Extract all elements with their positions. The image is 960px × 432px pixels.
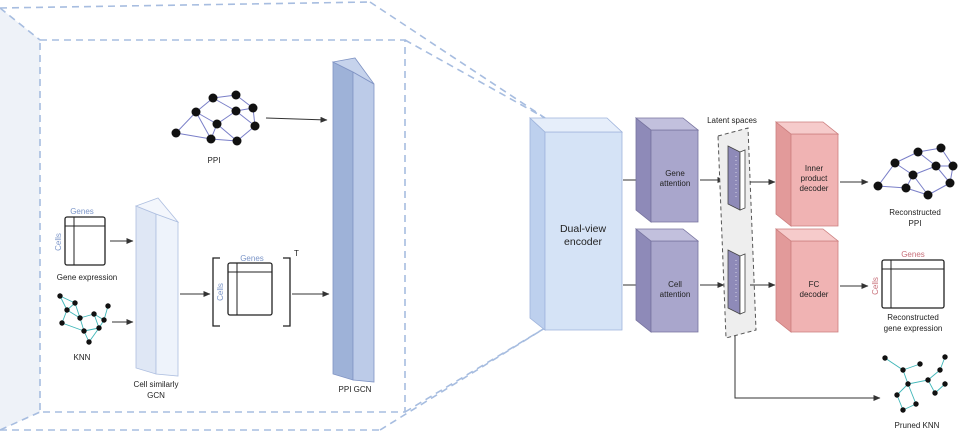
cell-similarity-gcn-label-line2: GCN xyxy=(147,391,165,400)
dual-view-encoder-label-line2: encoder xyxy=(564,236,602,248)
ppi-to-gcn-arrow xyxy=(265,116,328,123)
zoom-perspective-frame xyxy=(0,1,546,431)
cell-similarity-gcn-block xyxy=(134,197,180,377)
transposed-matrix-cells-label: Cells xyxy=(216,283,225,301)
gene-expression-cells-label: Cells xyxy=(54,233,63,251)
gene-attention-label-line1: Gene xyxy=(665,169,685,178)
reconstructed-expression-matrix xyxy=(881,259,945,309)
dual-view-encoder-block xyxy=(528,117,624,331)
gene-attention-label-line2: attention xyxy=(660,179,691,188)
inner-product-decoder-label-line2: product xyxy=(801,174,828,183)
ppi-network-graph xyxy=(171,90,260,146)
reconstructed-ppi-graph xyxy=(873,143,958,200)
fc-decoder-label-line2: decoder xyxy=(800,290,829,299)
fc-decoder-label-line1: FC xyxy=(809,280,820,289)
cell-attention-label-line2: attention xyxy=(660,290,691,299)
cell-attention-label-line1: Cell xyxy=(668,280,682,289)
inner-product-decoder-label-line1: Inner xyxy=(805,164,824,173)
pruned-knn-label: Pruned KNN xyxy=(895,421,940,430)
pruned-knn-graph xyxy=(882,354,948,413)
ppi-gcn-block xyxy=(331,57,375,383)
latent-spaces-label: Latent spaces xyxy=(707,116,757,125)
latent-to-pruned-knn-arrow xyxy=(734,336,881,401)
gene-expression-label: Gene expression xyxy=(57,273,117,282)
reconstructed-ppi-label-line1: Reconstructed xyxy=(889,208,941,217)
gene-expression-matrix xyxy=(64,216,106,266)
latent-spaces-container xyxy=(717,127,757,339)
ppi-label: PPI xyxy=(208,156,221,165)
transpose-superscript: T xyxy=(294,249,299,258)
gene-expression-genes-label: Genes xyxy=(70,207,94,216)
inner-product-decoder-block xyxy=(774,121,840,227)
transposed-matrix-genes-label: Genes xyxy=(240,254,264,263)
dual-view-encoder-label-line1: Dual-view xyxy=(560,223,607,235)
reconstructed-ppi-label-line2: PPI xyxy=(909,219,922,228)
cell-attention-block xyxy=(634,228,700,333)
reconstructed-genes-label: Genes xyxy=(901,250,925,259)
fc-decoder-block xyxy=(774,228,840,333)
knn-graph xyxy=(57,293,111,345)
reconstructed-cells-label: Cells xyxy=(871,277,880,295)
reconstructed-expression-label-line2: gene expression xyxy=(884,324,943,333)
transposed-matrix xyxy=(212,257,291,327)
ppi-gcn-label: PPI GCN xyxy=(339,385,372,394)
inner-product-decoder-label-line3: decoder xyxy=(800,184,829,193)
knn-label: KNN xyxy=(74,353,91,362)
cell-similarity-gcn-label-line1: Cell similarly xyxy=(134,380,179,389)
gene-attention-block xyxy=(634,117,700,223)
reconstructed-expression-label-line1: Reconstructed xyxy=(887,313,939,322)
